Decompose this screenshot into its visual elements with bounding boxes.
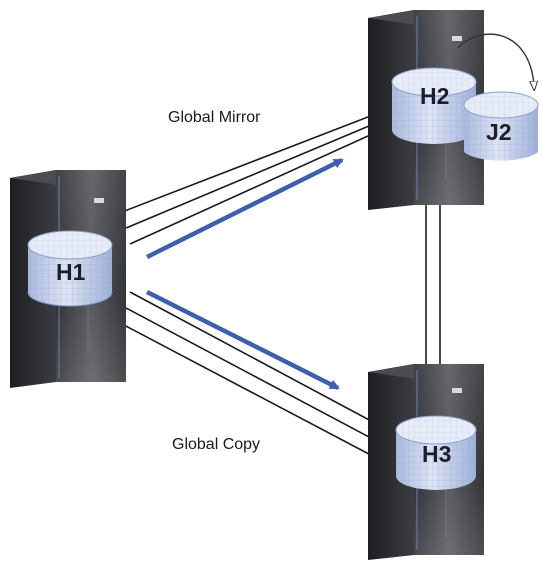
link-h2-h3: [425, 205, 441, 365]
volume-j2-label: J2: [486, 119, 512, 145]
volume-h3-label: H3: [422, 441, 451, 467]
global-mirror-flow-arrow: [145, 157, 344, 260]
global-copy-label: Global Copy: [172, 436, 260, 453]
volume-h1-disk-icon: [27, 230, 113, 307]
link-h1-h3: [121, 291, 389, 463]
volume-h3-disk-icon: [395, 415, 477, 490]
storage-server-h2: H2 J2: [368, 10, 539, 210]
link-h1-h2: [121, 109, 391, 245]
volume-h1-label: H1: [56, 259, 86, 285]
global-copy-flow-arrow: [145, 289, 340, 391]
volume-h2-label: H2: [420, 83, 449, 109]
volume-h2-disk-icon: [391, 67, 477, 144]
volume-j2-disk-icon: [463, 91, 539, 161]
storage-server-h1: H1: [10, 170, 126, 388]
flashcopy-curved-arrow: [457, 33, 534, 86]
storage-server-h3: H3: [368, 364, 484, 560]
global-mirror-label: Global Mirror: [168, 109, 261, 126]
